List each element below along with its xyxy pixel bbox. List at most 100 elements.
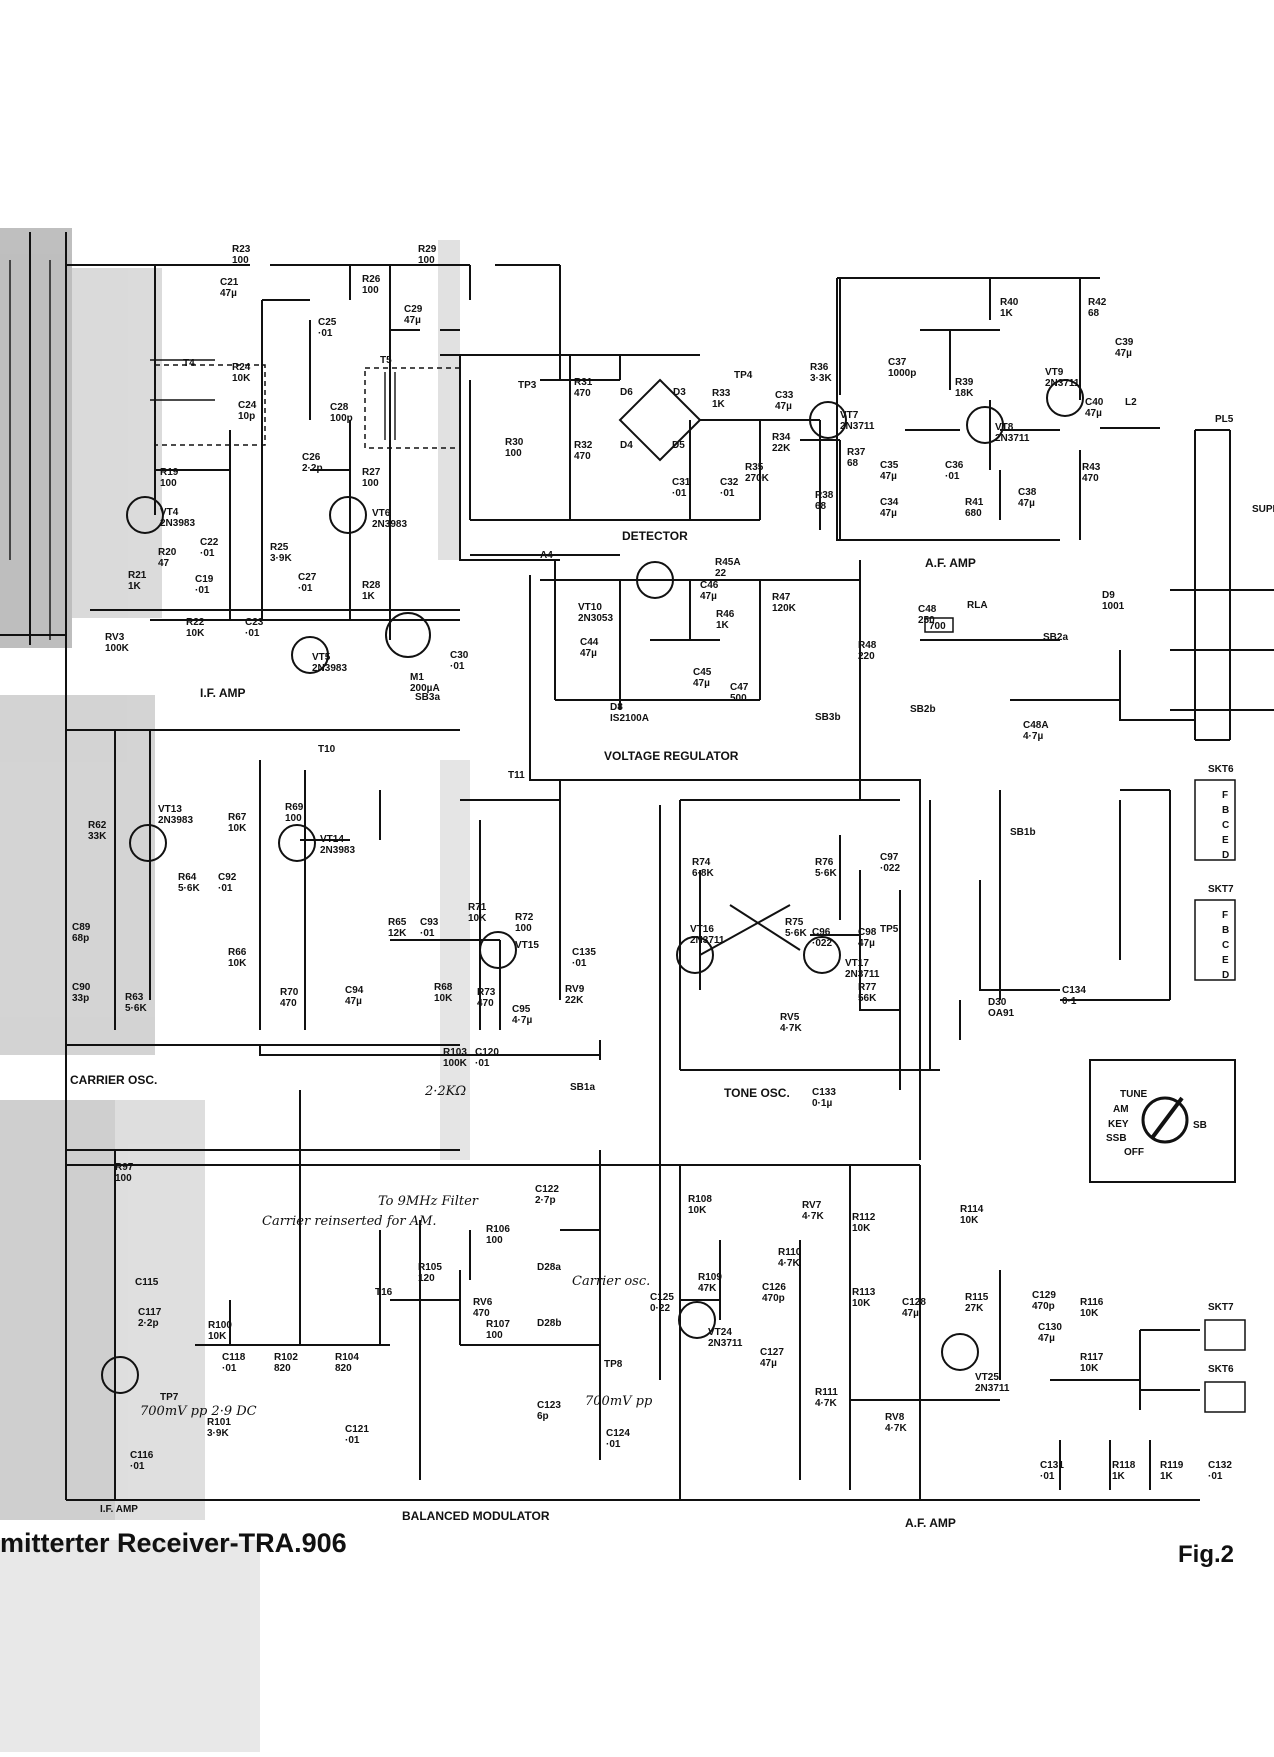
- component-r100: R100: [208, 1320, 232, 1331]
- photocopy-shading: [0, 228, 470, 1752]
- rla-label: RLA: [967, 600, 988, 611]
- component-c95: C95: [512, 1004, 531, 1015]
- component-sb1a: SB1a: [570, 1082, 595, 1093]
- component-r40: R40: [1000, 297, 1019, 308]
- component-value-c130: 47µ: [1038, 1333, 1055, 1344]
- mode-ssb: SSB: [1106, 1133, 1127, 1144]
- component-r110: R110: [778, 1247, 802, 1258]
- component-r47: R47: [772, 592, 791, 603]
- component-value-r102: 820: [274, 1363, 291, 1374]
- component-value-c47: 500: [730, 693, 747, 704]
- component-c23: C23: [245, 617, 264, 628]
- component-c124: C124: [606, 1428, 630, 1439]
- component-value-r74: 6·8K: [692, 868, 714, 879]
- component-r62: R62: [88, 820, 107, 831]
- component-value-c19: ·01: [195, 585, 210, 596]
- component-value-m1: 200µA: [410, 683, 440, 694]
- component-value-c45: 47µ: [693, 678, 710, 689]
- component-value-c134: 0·1: [1062, 996, 1077, 1007]
- component-c40: C40: [1085, 397, 1104, 408]
- label-detector: DETECTOR: [622, 529, 688, 543]
- component-r70: R70: [280, 987, 299, 998]
- component-c118: C118: [222, 1352, 246, 1363]
- component-c117: C117: [138, 1307, 162, 1318]
- component-c46: C46: [700, 580, 719, 591]
- component-r48: R48: [858, 640, 877, 651]
- component-r73: R73: [477, 987, 496, 998]
- component-value-c120: ·01: [475, 1058, 490, 1069]
- component-r101: R101: [207, 1417, 231, 1428]
- component-value-vt9: 2N3711: [1045, 378, 1080, 389]
- label-voltage-regulator: VOLTAGE REGULATOR: [604, 749, 739, 763]
- component-value-r30: 100: [505, 448, 522, 459]
- component-c28: C28: [330, 402, 349, 413]
- component-r77: R77: [858, 982, 877, 993]
- component-value-vt6: 2N3983: [372, 519, 407, 530]
- component-vt10: VT10: [578, 602, 602, 613]
- component-value-r114: 10K: [960, 1215, 979, 1226]
- component-value-c32: ·01: [720, 488, 735, 499]
- component-r68: R68: [434, 982, 453, 993]
- component-vt5: VT5: [312, 652, 331, 663]
- component-c90: C90: [72, 982, 91, 993]
- component-value-c96: ·022: [812, 938, 832, 949]
- component-value-r68: 10K: [434, 993, 453, 1004]
- component-value-vt10: 2N3053: [578, 613, 613, 624]
- tone-osc-wiring: [559, 790, 961, 1090]
- component-value-c133: 0·1µ: [812, 1098, 832, 1109]
- component-c32: C32: [720, 477, 739, 488]
- component-value-r43: 470: [1082, 473, 1099, 484]
- component-r115: R115: [965, 1292, 989, 1303]
- component-value-r76: 5·6K: [815, 868, 837, 879]
- component-c47: C47: [730, 682, 749, 693]
- mode-tune: TUNE: [1120, 1089, 1148, 1100]
- component-r42: R42: [1088, 297, 1107, 308]
- component-value-r42: 68: [1088, 308, 1100, 319]
- component-rv7: RV7: [802, 1200, 822, 1211]
- connector-pin-b: B: [1222, 925, 1229, 936]
- component-value-c127: 47µ: [760, 1358, 777, 1369]
- component-r116: R116: [1080, 1297, 1104, 1308]
- component-r34: R34: [772, 432, 791, 443]
- skt6-bottom-label: SKT6: [1208, 1364, 1234, 1375]
- component-value-r36: 3·3K: [810, 373, 832, 384]
- component-value-r111: 4·7K: [815, 1398, 837, 1409]
- component-c93: C93: [420, 917, 439, 928]
- component-value-r19: 100: [160, 478, 177, 489]
- component-d28a: D28a: [537, 1262, 561, 1273]
- component-c96: C96: [812, 927, 831, 938]
- component-c45: C45: [693, 667, 712, 678]
- component-value-r66: 10K: [228, 958, 247, 969]
- component-r102: R102: [274, 1352, 298, 1363]
- component-c120: C120: [475, 1047, 499, 1058]
- component-r63: R63: [125, 992, 144, 1003]
- component-value-r107: 100: [486, 1330, 503, 1341]
- component-r30: R30: [505, 437, 524, 448]
- component-d5: D5: [672, 440, 685, 451]
- af-amp-top-wiring: [800, 278, 1160, 541]
- component-value-vt16: 2N3711: [690, 935, 725, 946]
- component-sb3a: SB3a: [415, 692, 440, 703]
- connector-pin-f: F: [1222, 910, 1228, 921]
- component-value-c135: ·01: [572, 958, 587, 969]
- connector-pin-e: E: [1222, 955, 1229, 966]
- component-value-vt25: 2N3711: [975, 1383, 1010, 1394]
- component-r28: R28: [362, 580, 381, 591]
- component-value-r24: 10K: [232, 373, 251, 384]
- mode-off: OFF: [1124, 1147, 1144, 1158]
- component-value-c21: 47µ: [220, 288, 237, 299]
- component-value-r75: 5·6K: [785, 928, 807, 939]
- component-c38: C38: [1018, 487, 1037, 498]
- component-r114: R114: [960, 1204, 984, 1215]
- component-r119: R119: [1160, 1460, 1184, 1471]
- component-c115: C115: [135, 1277, 159, 1288]
- component-value-r46: 1K: [716, 620, 730, 631]
- component-value-r112: 10K: [852, 1223, 871, 1234]
- component-c31: C31: [672, 477, 691, 488]
- component-tp5: TP5: [880, 924, 899, 935]
- component-value-c24: 10p: [238, 411, 255, 422]
- label-carrier-osc: CARRIER OSC.: [70, 1073, 157, 1087]
- component-c48: C48: [918, 604, 937, 615]
- connector-pin-e: E: [1222, 835, 1229, 846]
